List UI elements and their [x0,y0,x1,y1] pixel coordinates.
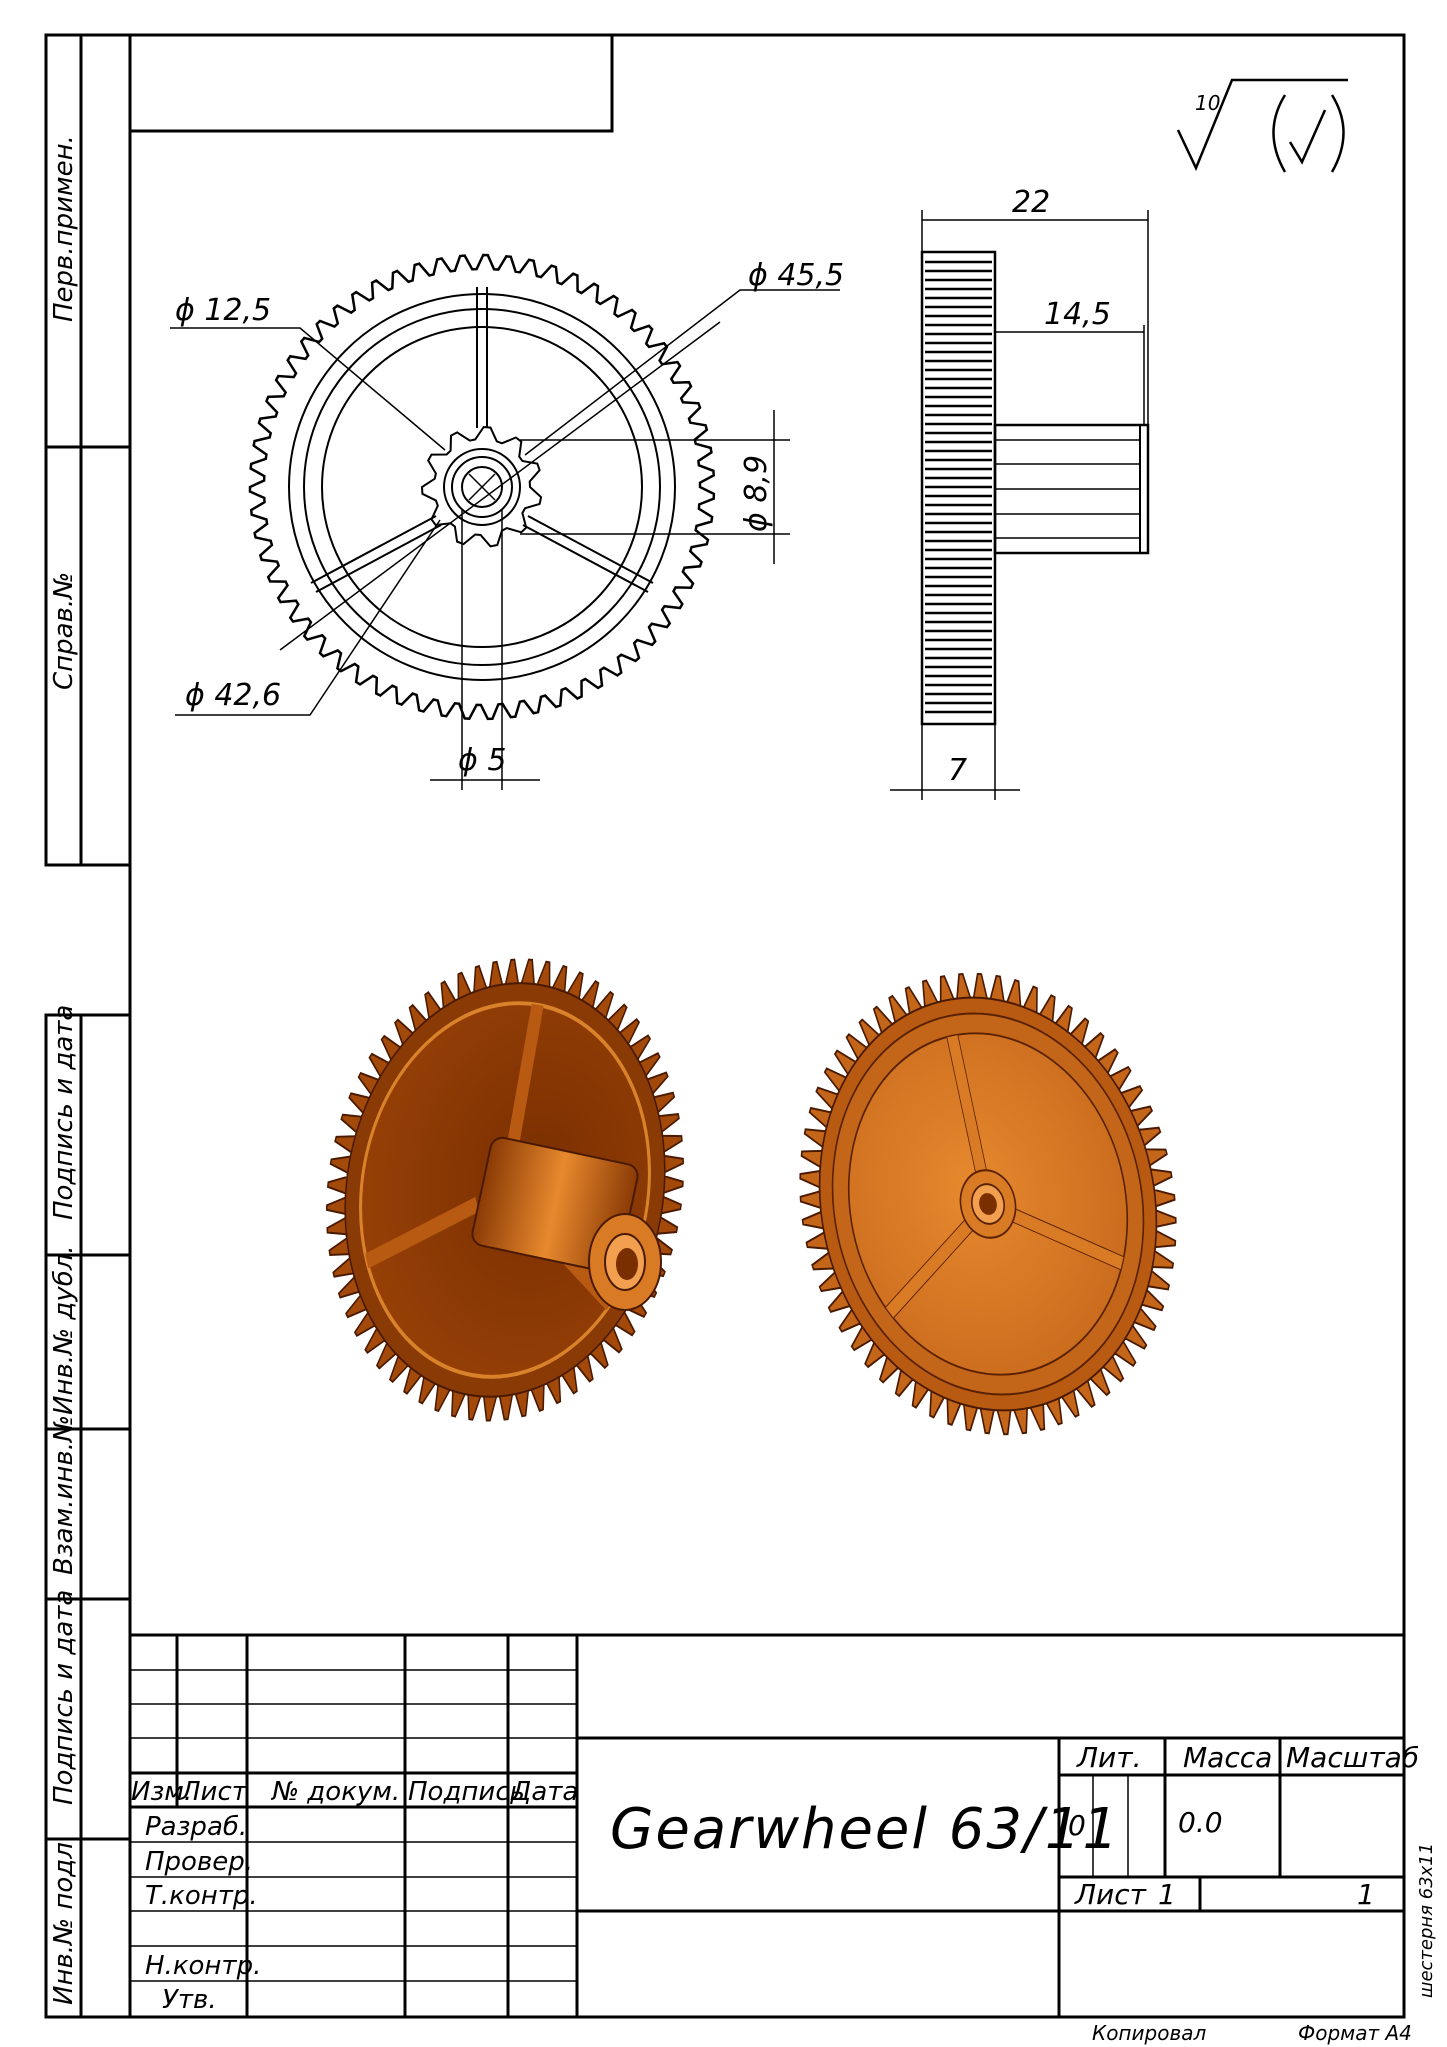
header-list: Лист [180,1777,248,1807]
dim-d-root: ϕ 42,6 [185,678,281,713]
side-label-sign-date-2: Подпись и дата [49,1590,79,1805]
role-nkontr: Н.контр. [145,1951,261,1981]
side-label-inv-podl: Инв.№ подл. [49,1834,79,2005]
header-date: Дата [510,1777,578,1807]
scale-label: Масштаб [1286,1741,1419,1774]
sheet-frame [44,33,1406,2019]
lit-value: 0 [1068,1809,1086,1842]
gear-render-left [326,958,684,1422]
role-razrab: Разраб. [145,1812,247,1842]
dim-total-length: 22 [1012,185,1050,220]
pinion-render-left [471,1136,662,1311]
side-label-inv-dubl: Инв.№ дубл. [49,1245,79,1415]
gear-spokes [310,287,654,593]
gear-side-view: 22 14,5 7 [890,185,1150,800]
header-izm: Изм. [131,1777,192,1807]
role-tkontr: Т.контр. [145,1881,258,1911]
mass-label: Масса [1183,1741,1272,1774]
dim-pinion-length: 14,5 [1044,297,1111,332]
footer-copied: Копировал [1092,2021,1206,2045]
gear-teeth-outline [248,253,716,721]
designation: Gearwheel 63/11 [610,1797,1120,1862]
gear-front-view: ϕ 12,5 ϕ 45,5 ϕ 8,9 ϕ 42,6 ϕ 5 [170,253,844,790]
roughness-symbol: 10 [1176,78,1348,173]
front-dimension-lines [170,289,840,790]
mass-value: 0.0 [1178,1806,1223,1839]
sheets-total: 1 [1357,1878,1375,1911]
header-doc-no: № докум. [270,1777,400,1807]
side-label-perv: Перв.примен. [49,135,79,322]
dim-d-hub: ϕ 12,5 [175,293,271,328]
side-dimension-lines [890,210,1149,800]
side-label-vzam-inv: Взам.инв.№ [49,1415,79,1575]
footer-file-name: шестерня 63х11 [1416,1843,1437,1998]
side-tooth-lines [925,260,992,714]
gear-render-right [799,972,1177,1436]
role-utv: Утв. [162,1985,217,2015]
side-label-sign-date-1: Подпись и дата [49,1005,79,1220]
dim-d-outer: ϕ 45,5 [748,258,844,293]
roughness-value: 10 [1195,91,1220,115]
lit-label: Лит. [1076,1741,1141,1774]
role-prover: Провер. [145,1847,253,1877]
sheet-label: Лист [1074,1878,1147,1911]
dim-d-pinion: ϕ 8,9 [739,455,774,532]
dim-d-bore: ϕ 5 [458,743,506,778]
sheet-number: 1 [1158,1878,1176,1911]
header-signature: Подпись [408,1777,525,1807]
side-column-labels: Перв.примен. Справ.№ Подпись и дата Инв.… [49,135,79,2005]
pinion-teeth-outline [420,425,543,548]
dim-gear-width: 7 [948,753,967,788]
title-block: Изм. Лист № докум. Подпись Дата Разраб. … [130,1633,1419,2017]
footer-format: Формат А4 [1298,2021,1412,2045]
side-label-sprav: Справ.№ [49,572,79,690]
